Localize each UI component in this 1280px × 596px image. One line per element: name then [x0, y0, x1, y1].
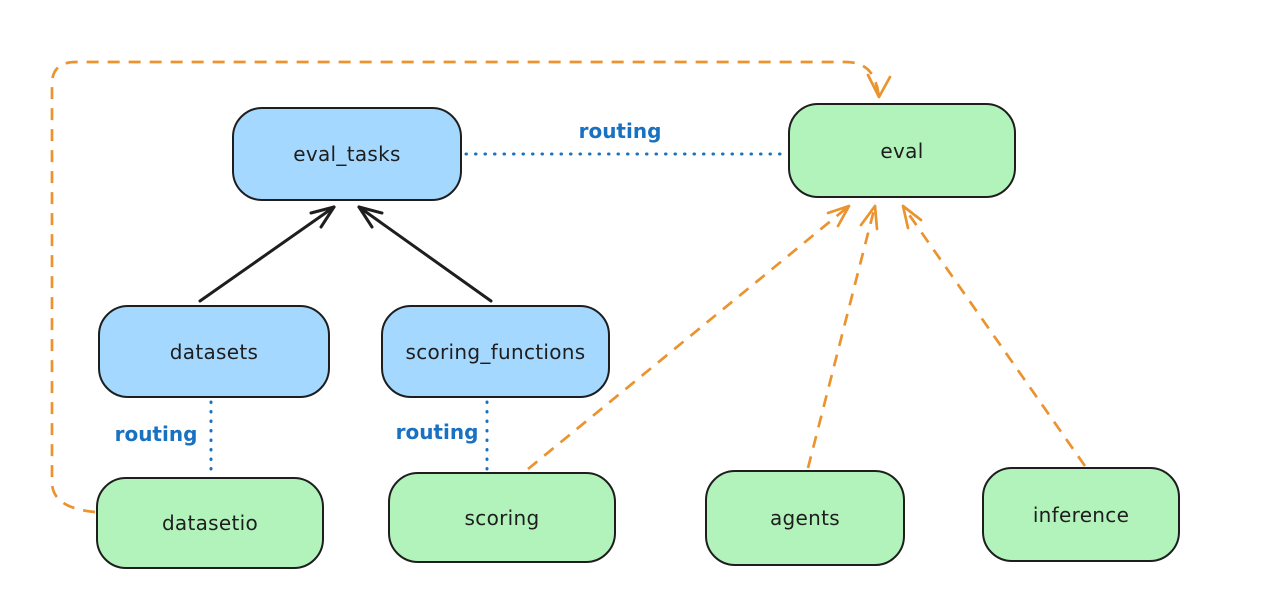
- edge-inference-to-eval-arrow: [901, 204, 1087, 467]
- node-inference-label: inference: [1032, 502, 1130, 527]
- edge-scoring-functions-to-eval-tasks-arrow: [357, 205, 493, 303]
- node-scoring-functions: scoring_functions: [381, 305, 610, 398]
- node-datasetio: datasetio: [96, 477, 324, 569]
- node-scoring-label: scoring: [464, 505, 540, 530]
- edge-label-routing-eval-tasks-eval: routing: [578, 119, 662, 143]
- node-agents-label: agents: [770, 506, 840, 530]
- edge-label-routing-datasets-datasetio: routing: [114, 422, 198, 446]
- node-eval-tasks-label: eval_tasks: [293, 142, 401, 166]
- node-scoring-functions-label: scoring_functions: [405, 339, 586, 364]
- node-datasetio-label: datasetio: [161, 511, 259, 535]
- node-datasets: datasets: [98, 305, 330, 398]
- edge-label-routing-scoring-functions-scoring: routing: [395, 420, 479, 444]
- edge-agents-to-eval-arrow: [806, 204, 879, 469]
- node-eval: eval: [788, 103, 1016, 198]
- edge-datasets-to-eval-tasks-arrow: [198, 205, 336, 303]
- node-eval-label: eval: [880, 138, 924, 163]
- node-inference: inference: [982, 467, 1180, 562]
- node-datasets-label: datasets: [169, 339, 259, 364]
- node-eval-tasks: eval_tasks: [232, 107, 462, 201]
- node-agents: agents: [705, 470, 905, 566]
- node-scoring: scoring: [388, 472, 616, 563]
